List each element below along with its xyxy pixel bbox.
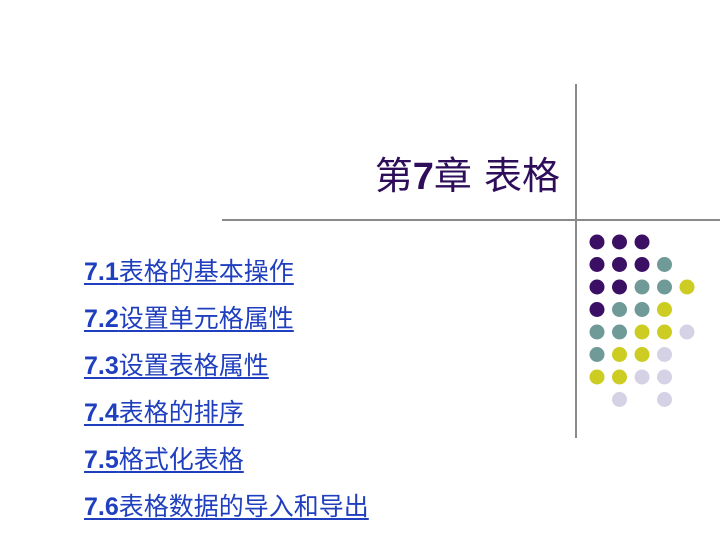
decorative-dot [634, 347, 650, 362]
decorative-dot [657, 302, 672, 317]
decorative-dot [612, 369, 627, 385]
decorative-dot [657, 324, 672, 340]
decorative-dot [657, 392, 672, 407]
decorative-dot [589, 347, 605, 362]
decorative-dot [657, 257, 672, 272]
decorative-dot [634, 369, 650, 385]
horizontal-divider [222, 219, 720, 221]
decorative-dot [679, 324, 695, 340]
menu-item: 7.4表格的排序 [84, 393, 369, 440]
menu-link-7-5[interactable]: 7.5格式化表格 [84, 445, 244, 474]
menu-item: 7.2设置单元格属性 [84, 299, 369, 346]
menu-link-number: 7.1 [84, 258, 119, 286]
menu-item: 7.6表格数据的导入和导出 [84, 487, 369, 534]
menu-link-text: 表格的基本操作 [118, 257, 294, 286]
decorative-dot [589, 279, 605, 295]
menu-link-number: 7.6 [84, 493, 119, 521]
menu-link-number: 7.3 [84, 352, 119, 380]
menu-link-text: 表格数据的导入和导出 [118, 492, 369, 521]
chapter-menu: 7.1表格的基本操作 7.2设置单元格属性 7.3设置表格属性 7.4表格的排序… [84, 252, 369, 534]
decorative-dot [589, 369, 605, 385]
menu-link-7-1[interactable]: 7.1表格的基本操作 [84, 257, 294, 286]
decorative-dot [679, 279, 695, 295]
decorative-dot [589, 257, 605, 272]
menu-link-text: 设置表格属性 [118, 351, 269, 380]
decorative-dot [634, 234, 650, 250]
menu-link-7-4[interactable]: 7.4表格的排序 [84, 398, 244, 427]
slide-title: 第7章 表格 [300, 145, 560, 200]
menu-link-7-6[interactable]: 7.6表格数据的导入和导出 [84, 492, 369, 521]
menu-link-text: 设置单元格属性 [118, 304, 294, 333]
menu-item: 7.1表格的基本操作 [84, 252, 369, 299]
decorative-dot [612, 324, 627, 340]
decorative-dot [589, 234, 605, 250]
menu-item: 7.3设置表格属性 [84, 346, 369, 393]
menu-link-7-3[interactable]: 7.3设置表格属性 [84, 351, 269, 380]
title-chapter: 第7章 [374, 154, 472, 198]
decorative-dot [612, 347, 627, 362]
decorative-dot [634, 279, 650, 295]
decorative-dot [589, 324, 605, 340]
menu-link-text: 表格的排序 [118, 398, 244, 427]
title-text: 表格 [483, 154, 560, 198]
menu-link-7-2[interactable]: 7.2设置单元格属性 [84, 304, 294, 333]
menu-link-number: 7.4 [84, 399, 119, 427]
decorative-dot [612, 279, 627, 295]
menu-link-text: 格式化表格 [118, 445, 244, 474]
decorative-dot [657, 347, 672, 362]
menu-link-number: 7.2 [84, 305, 119, 333]
decorative-dot [612, 234, 627, 250]
decorative-dot [612, 392, 627, 407]
menu-link-number: 7.5 [84, 446, 119, 474]
decorative-dot [634, 302, 650, 317]
decorative-dot-grid [589, 234, 695, 407]
decorative-dot [612, 302, 627, 317]
vertical-divider [575, 84, 577, 438]
decorative-dot [634, 257, 650, 272]
decorative-dot [589, 302, 605, 317]
decorative-dot [657, 279, 672, 295]
decorative-dot [657, 369, 672, 385]
menu-item: 7.5格式化表格 [84, 440, 369, 487]
decorative-dot [612, 257, 627, 272]
decorative-dot [634, 324, 650, 340]
